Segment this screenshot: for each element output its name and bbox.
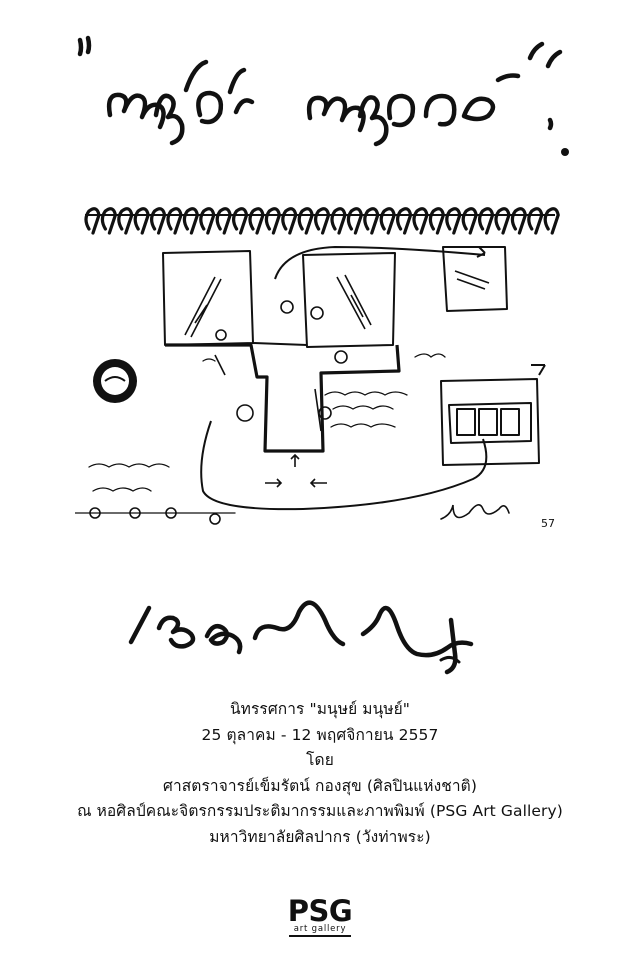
binding-coil: [215, 207, 232, 235]
binding-coil: [543, 207, 560, 235]
binding-coil: [264, 207, 282, 235]
binding-coil: [84, 207, 101, 235]
binding-coil: [346, 207, 364, 235]
binding-coil: [133, 207, 150, 235]
artist-signature-artwork: [128, 600, 474, 675]
binding-coil: [510, 207, 528, 235]
binding-coil: [412, 207, 429, 235]
binding-coil: [478, 207, 495, 235]
by-label: โดย: [306, 751, 334, 769]
binding-coil: [379, 207, 396, 235]
binding-coil: [166, 207, 183, 235]
binding-coil: [297, 207, 314, 235]
binding-coil: [527, 207, 544, 235]
binding-coil: [199, 207, 216, 235]
binding-coil: [182, 207, 200, 235]
binding-coil: [461, 207, 478, 235]
binding-coil: [330, 207, 347, 235]
logo-sub-text: art gallery: [293, 924, 347, 934]
floor-plan-sketch: 57: [75, 207, 560, 530]
artist-name: ศาสตราจารย์เข็มรัตน์ กองสุข (ศิลปินแห่งช…: [163, 776, 477, 795]
binding-coil: [445, 207, 462, 235]
exhibition-info: นิทรรศการ "มนุษย์ มนุษย์" 25 ตุลาคม - 12…: [0, 697, 640, 850]
binding-coil: [314, 207, 331, 235]
exhibition-title: นิทรรศการ "มนุษย์ มนุษย์": [229, 700, 411, 718]
venue: ณ หอศิลป์คณะจิตรกรรมประติมากรรมและภาพพิม…: [77, 802, 563, 820]
binding-coil: [428, 207, 446, 235]
binding-coil: [150, 207, 167, 235]
sketch-date-note: 57: [541, 517, 555, 530]
binding-coil: [494, 207, 511, 235]
exhibition-dates: 25 ตุลาคม - 12 พฤศจิกายน 2557: [201, 725, 439, 744]
binding-coil: [100, 207, 118, 235]
binding-coil: [281, 207, 298, 235]
binding-coil: [363, 207, 380, 235]
psg-art-gallery-logo: PSG art gallery: [270, 897, 370, 937]
binding-coil: [232, 207, 249, 235]
handwritten-title-artwork: [77, 35, 569, 156]
binding-coil: [117, 207, 134, 235]
binding-coil: [396, 207, 413, 235]
university: มหาวิทยาลัยศิลปากร (วังท่าพระ): [209, 827, 431, 846]
binding-coil: [248, 207, 265, 235]
logo-main-text: PSG: [287, 894, 353, 928]
logo-rule: [289, 935, 351, 937]
